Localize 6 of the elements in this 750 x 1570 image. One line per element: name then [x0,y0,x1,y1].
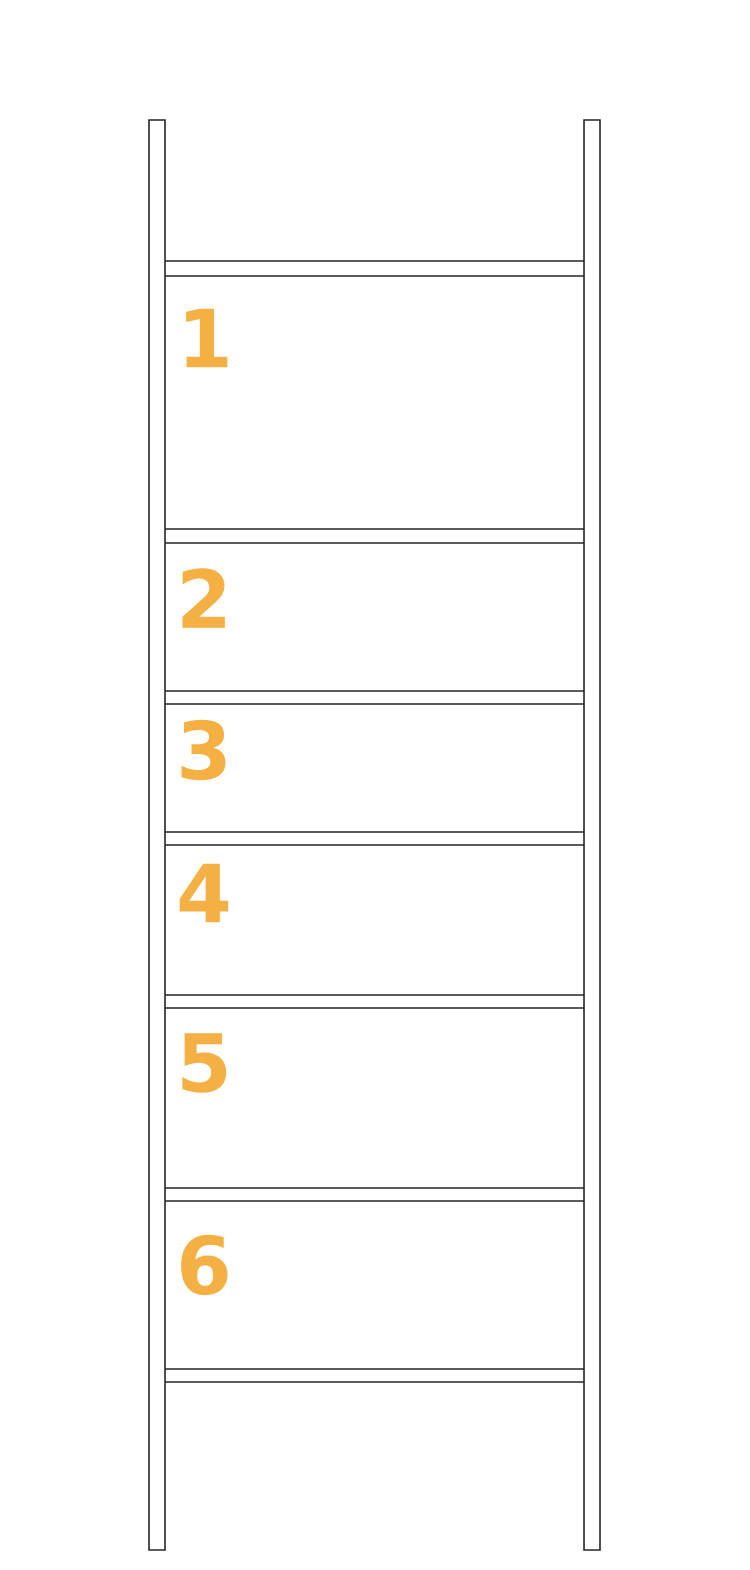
step-number: 2 [182,568,225,628]
step-number: 6 [181,1234,228,1296]
step-number: 4 [179,863,229,923]
step-number: 3 [181,719,226,781]
step-number: 1 [186,308,228,368]
step-number: 5 [182,1033,227,1093]
